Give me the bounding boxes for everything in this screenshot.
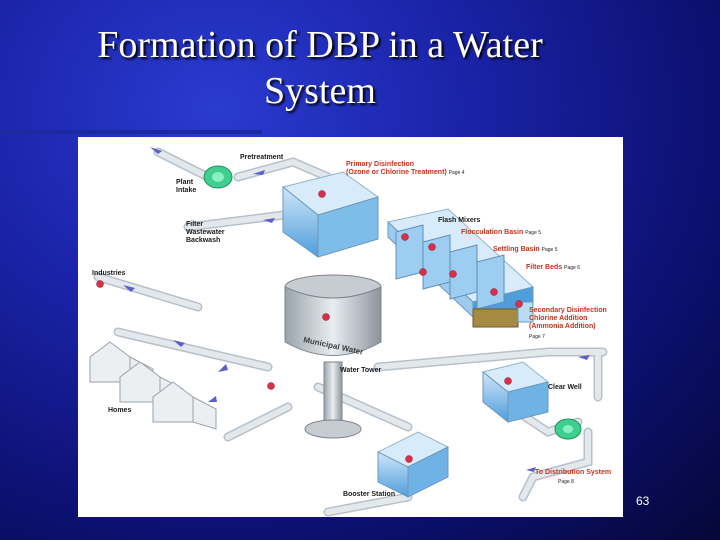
label-homes: Homes bbox=[108, 407, 131, 415]
label-plant-intake: Plant Intake bbox=[176, 179, 206, 195]
label-secondary-page: Page 7 bbox=[529, 333, 545, 341]
distribution-pump-icon bbox=[555, 419, 581, 439]
marker-icon bbox=[319, 191, 326, 198]
label-water-tower: Water Tower bbox=[340, 367, 381, 375]
marker-icon bbox=[450, 271, 457, 278]
marker-icon bbox=[402, 234, 409, 241]
label-flocculation-basin: Flocculation Basin Page 5 bbox=[461, 229, 541, 237]
arrow-icon bbox=[208, 396, 217, 402]
page-ref: Page 5 bbox=[525, 230, 541, 236]
label-filter-backwash: Filter Wastewater Backwash bbox=[186, 221, 234, 245]
page-ref: Page 5 bbox=[542, 247, 558, 253]
marker-icon bbox=[505, 378, 512, 385]
water-tower-icon: Municipal Water bbox=[285, 275, 381, 438]
intake-pump-icon bbox=[204, 166, 232, 188]
marker-icon bbox=[97, 281, 104, 288]
label-booster-station: Booster Station bbox=[343, 491, 395, 499]
marker-icon bbox=[516, 301, 523, 308]
label-clear-well: Clear Well bbox=[548, 384, 582, 392]
label-primary-disinfection: Primary Disinfection bbox=[346, 161, 414, 169]
marker-icon bbox=[420, 269, 427, 276]
slide-title: Formation of DBP in a Water System bbox=[40, 22, 600, 114]
label-primary-disinfection-sub: (Ozone or Chlorine Treatment) Page 4 bbox=[346, 169, 465, 177]
marker-icon bbox=[406, 456, 413, 463]
label-chlorine-addition: Chlorine Addition bbox=[529, 315, 587, 323]
label-distribution-page: Page 8 bbox=[558, 478, 574, 486]
marker-icon bbox=[323, 314, 330, 321]
label-to-distribution: To Distribution System bbox=[535, 469, 611, 477]
primary-disinfection-basin-icon bbox=[283, 172, 378, 257]
label-filter-beds: Filter Beds Page 6 bbox=[526, 264, 580, 272]
label-ammonia-addition: (Ammonia Addition) bbox=[529, 323, 596, 331]
title-divider bbox=[0, 130, 262, 134]
clear-well-icon bbox=[483, 362, 548, 422]
label-industries: Industries bbox=[92, 270, 125, 278]
marker-icon bbox=[268, 383, 275, 390]
label-settling-basin: Settling Basin Page 5 bbox=[493, 246, 558, 254]
page-ref: Page 6 bbox=[564, 265, 580, 271]
slide-number: 63 bbox=[636, 494, 649, 508]
arrow-icon bbox=[218, 364, 228, 372]
treatment-basins-icon bbox=[388, 209, 533, 327]
marker-icon bbox=[429, 244, 436, 251]
page-ref: Page 4 bbox=[449, 170, 465, 176]
water-system-diagram: Municipal Water Pretreatment bbox=[78, 137, 623, 517]
label-secondary-disinfection: Secondary Disinfection bbox=[529, 307, 607, 315]
booster-station-icon bbox=[378, 432, 448, 497]
label-pretreatment: Pretreatment bbox=[240, 154, 283, 162]
label-flash-mixers: Flash Mixers bbox=[438, 217, 480, 225]
marker-icon bbox=[491, 289, 498, 296]
